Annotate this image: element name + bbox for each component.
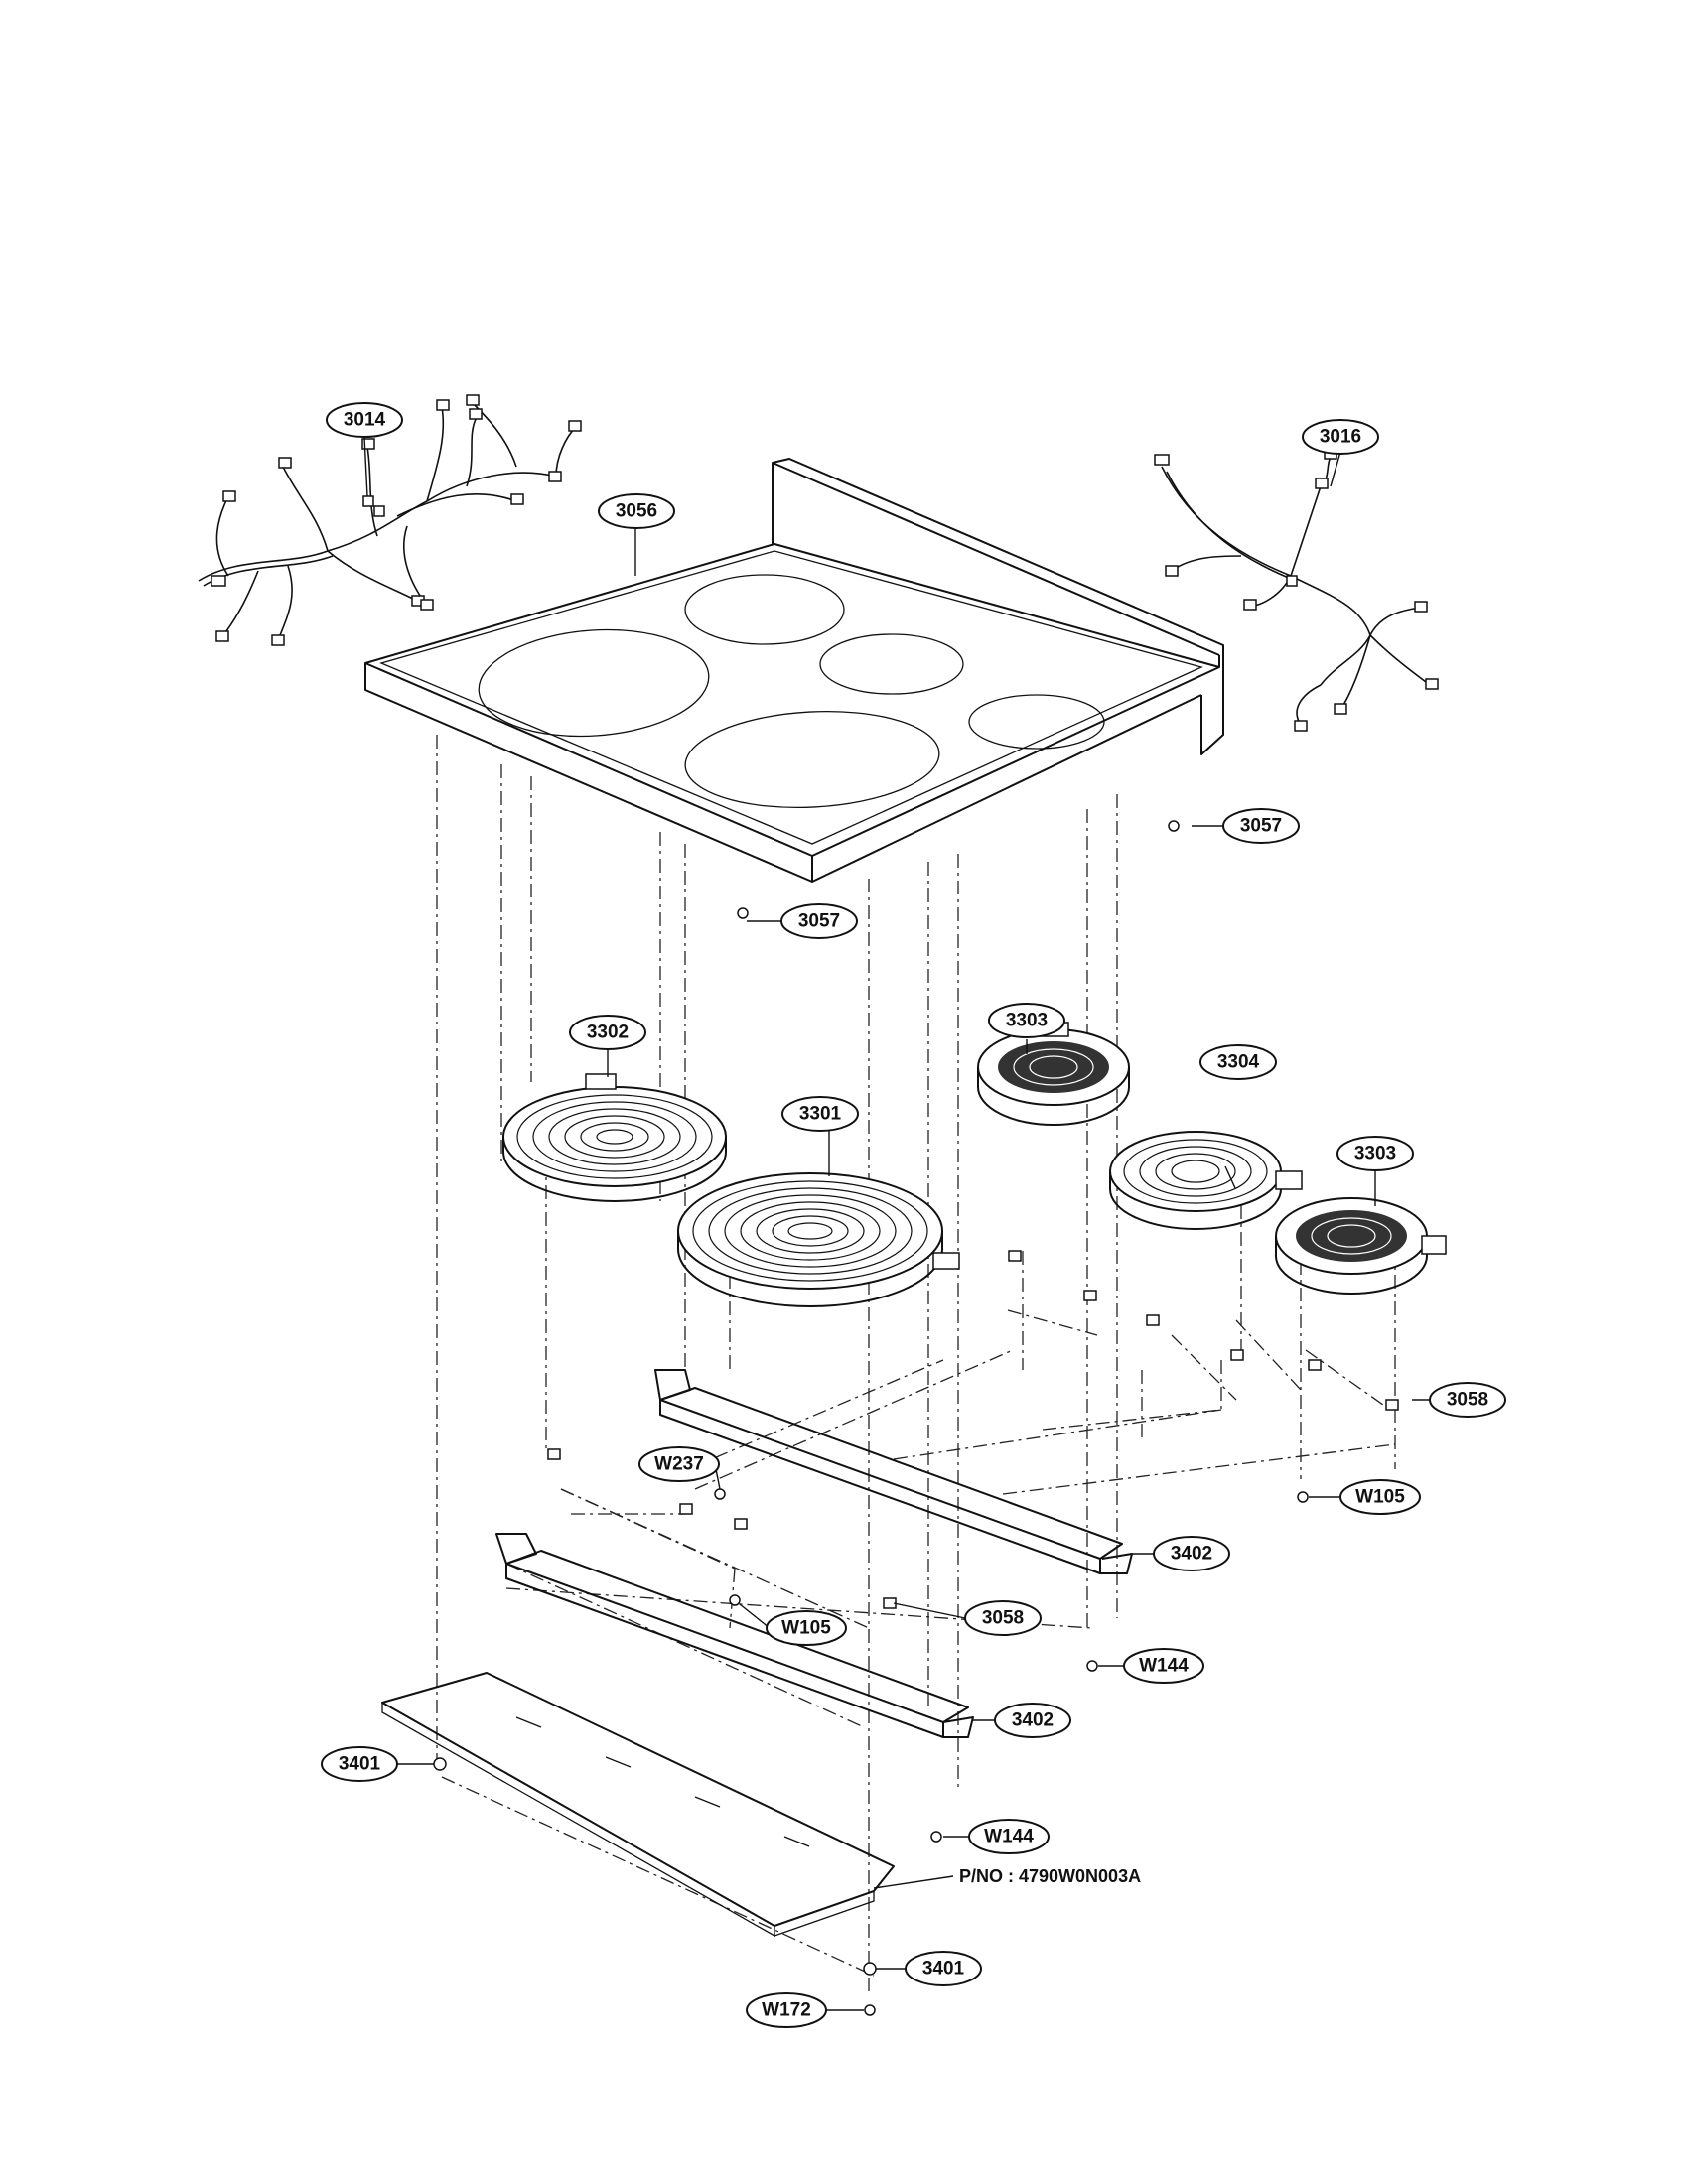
callout-w105-right: W105 xyxy=(1339,1479,1421,1515)
callout-3301-label: 3301 xyxy=(799,1104,842,1125)
callout-3057-front: 3057 xyxy=(780,903,858,939)
callout-3058-lower-label: 3058 xyxy=(982,1608,1024,1629)
callout-3301: 3301 xyxy=(781,1096,859,1132)
screw-w144-lower xyxy=(930,1831,942,1843)
callout-3401-left: 3401 xyxy=(321,1746,398,1782)
callout-w237: W237 xyxy=(638,1446,720,1482)
callout-3057-right-label: 3057 xyxy=(1240,816,1282,837)
callout-3056: 3056 xyxy=(598,493,675,529)
terminal-clip xyxy=(547,1448,561,1460)
element-support-bracket-3402-upper xyxy=(654,1369,1133,1574)
callout-3402-upper: 3402 xyxy=(1153,1536,1230,1571)
callout-3401-bottom-label: 3401 xyxy=(922,1959,965,1979)
callout-w144-lower: W144 xyxy=(968,1819,1050,1854)
radiant-element-3303-lower xyxy=(1275,1197,1447,1295)
screw-3057-front xyxy=(737,907,749,919)
screw-w105-left xyxy=(729,1594,741,1606)
grommet-3401-bottom xyxy=(863,1962,877,1976)
radiant-element-3303-upper xyxy=(977,1022,1130,1126)
leader-lines xyxy=(363,436,1436,2011)
terminal-clip xyxy=(1083,1290,1097,1301)
callout-3402-upper-label: 3402 xyxy=(1171,1544,1212,1565)
terminal-clip xyxy=(734,1518,748,1530)
part-number-note: P/NO : 4790W0N003A xyxy=(959,1866,1141,1886)
callout-3057-right: 3057 xyxy=(1222,808,1300,844)
callout-w105-right-label: W105 xyxy=(1355,1487,1405,1508)
callout-3058-right: 3058 xyxy=(1429,1382,1506,1418)
callout-3303-lower: 3303 xyxy=(1336,1136,1414,1171)
radiant-element-3301 xyxy=(677,1172,960,1307)
fasteners xyxy=(433,820,1399,2016)
assembly-guide-lines xyxy=(436,735,1396,1995)
grommet-3401-left xyxy=(433,1757,447,1771)
callout-3401-left-label: 3401 xyxy=(339,1754,381,1775)
callout-3302-label: 3302 xyxy=(587,1023,629,1043)
callout-3303-lower-label: 3303 xyxy=(1354,1144,1396,1164)
callout-w144-upper-label: W144 xyxy=(1139,1656,1189,1677)
screw-w105-right xyxy=(1297,1491,1309,1503)
element-support-bracket-3402-lower xyxy=(495,1533,974,1738)
radiant-element-3302 xyxy=(502,1073,727,1202)
screw-w237 xyxy=(714,1488,726,1500)
callout-3056-label: 3056 xyxy=(616,501,657,522)
callout-w144-lower-label: W144 xyxy=(984,1827,1034,1847)
callout-3014: 3014 xyxy=(326,402,403,438)
callout-3058-lower: 3058 xyxy=(964,1600,1042,1636)
callout-w172: W172 xyxy=(746,1992,827,2028)
callout-3304: 3304 xyxy=(1199,1044,1277,1080)
callout-3402-lower: 3402 xyxy=(994,1703,1071,1738)
callout-w172-label: W172 xyxy=(762,2000,811,2021)
callout-3401-bottom: 3401 xyxy=(905,1951,982,1986)
terminal-clip xyxy=(1308,1359,1322,1371)
terminal-clip xyxy=(1146,1314,1160,1326)
callout-3303-upper: 3303 xyxy=(988,1003,1065,1038)
callout-3402-lower-label: 3402 xyxy=(1012,1710,1054,1731)
screw-w172 xyxy=(864,2004,876,2016)
callout-3304-label: 3304 xyxy=(1217,1052,1260,1073)
callout-w237-label: W237 xyxy=(654,1454,704,1475)
screw-3057-right xyxy=(1168,820,1180,832)
callout-3014-label: 3014 xyxy=(344,410,386,431)
wire-harness-3014 xyxy=(198,394,582,646)
radiant-element-3304 xyxy=(1109,1131,1303,1230)
terminal-clip xyxy=(679,1503,693,1515)
callout-w105-left-label: W105 xyxy=(781,1618,831,1639)
callout-3058-right-label: 3058 xyxy=(1447,1390,1488,1411)
callout-3302: 3302 xyxy=(569,1015,646,1050)
screw-w144-upper xyxy=(1086,1660,1098,1672)
terminal-clip xyxy=(1385,1399,1399,1411)
terminal-clip xyxy=(1008,1250,1022,1262)
wire-harness-3016 xyxy=(1154,448,1439,732)
callout-3016: 3016 xyxy=(1302,419,1379,455)
callout-3057-front-label: 3057 xyxy=(798,911,840,932)
callout-w105-left: W105 xyxy=(766,1610,847,1646)
callout-3016-label: 3016 xyxy=(1320,427,1361,448)
terminal-clip xyxy=(1230,1349,1244,1361)
callout-3303-upper-label: 3303 xyxy=(1006,1011,1048,1031)
callout-w144-upper: W144 xyxy=(1123,1648,1204,1684)
bottom-cover-plate xyxy=(381,1672,895,1938)
cooktop-glass-3056 xyxy=(364,458,1224,883)
